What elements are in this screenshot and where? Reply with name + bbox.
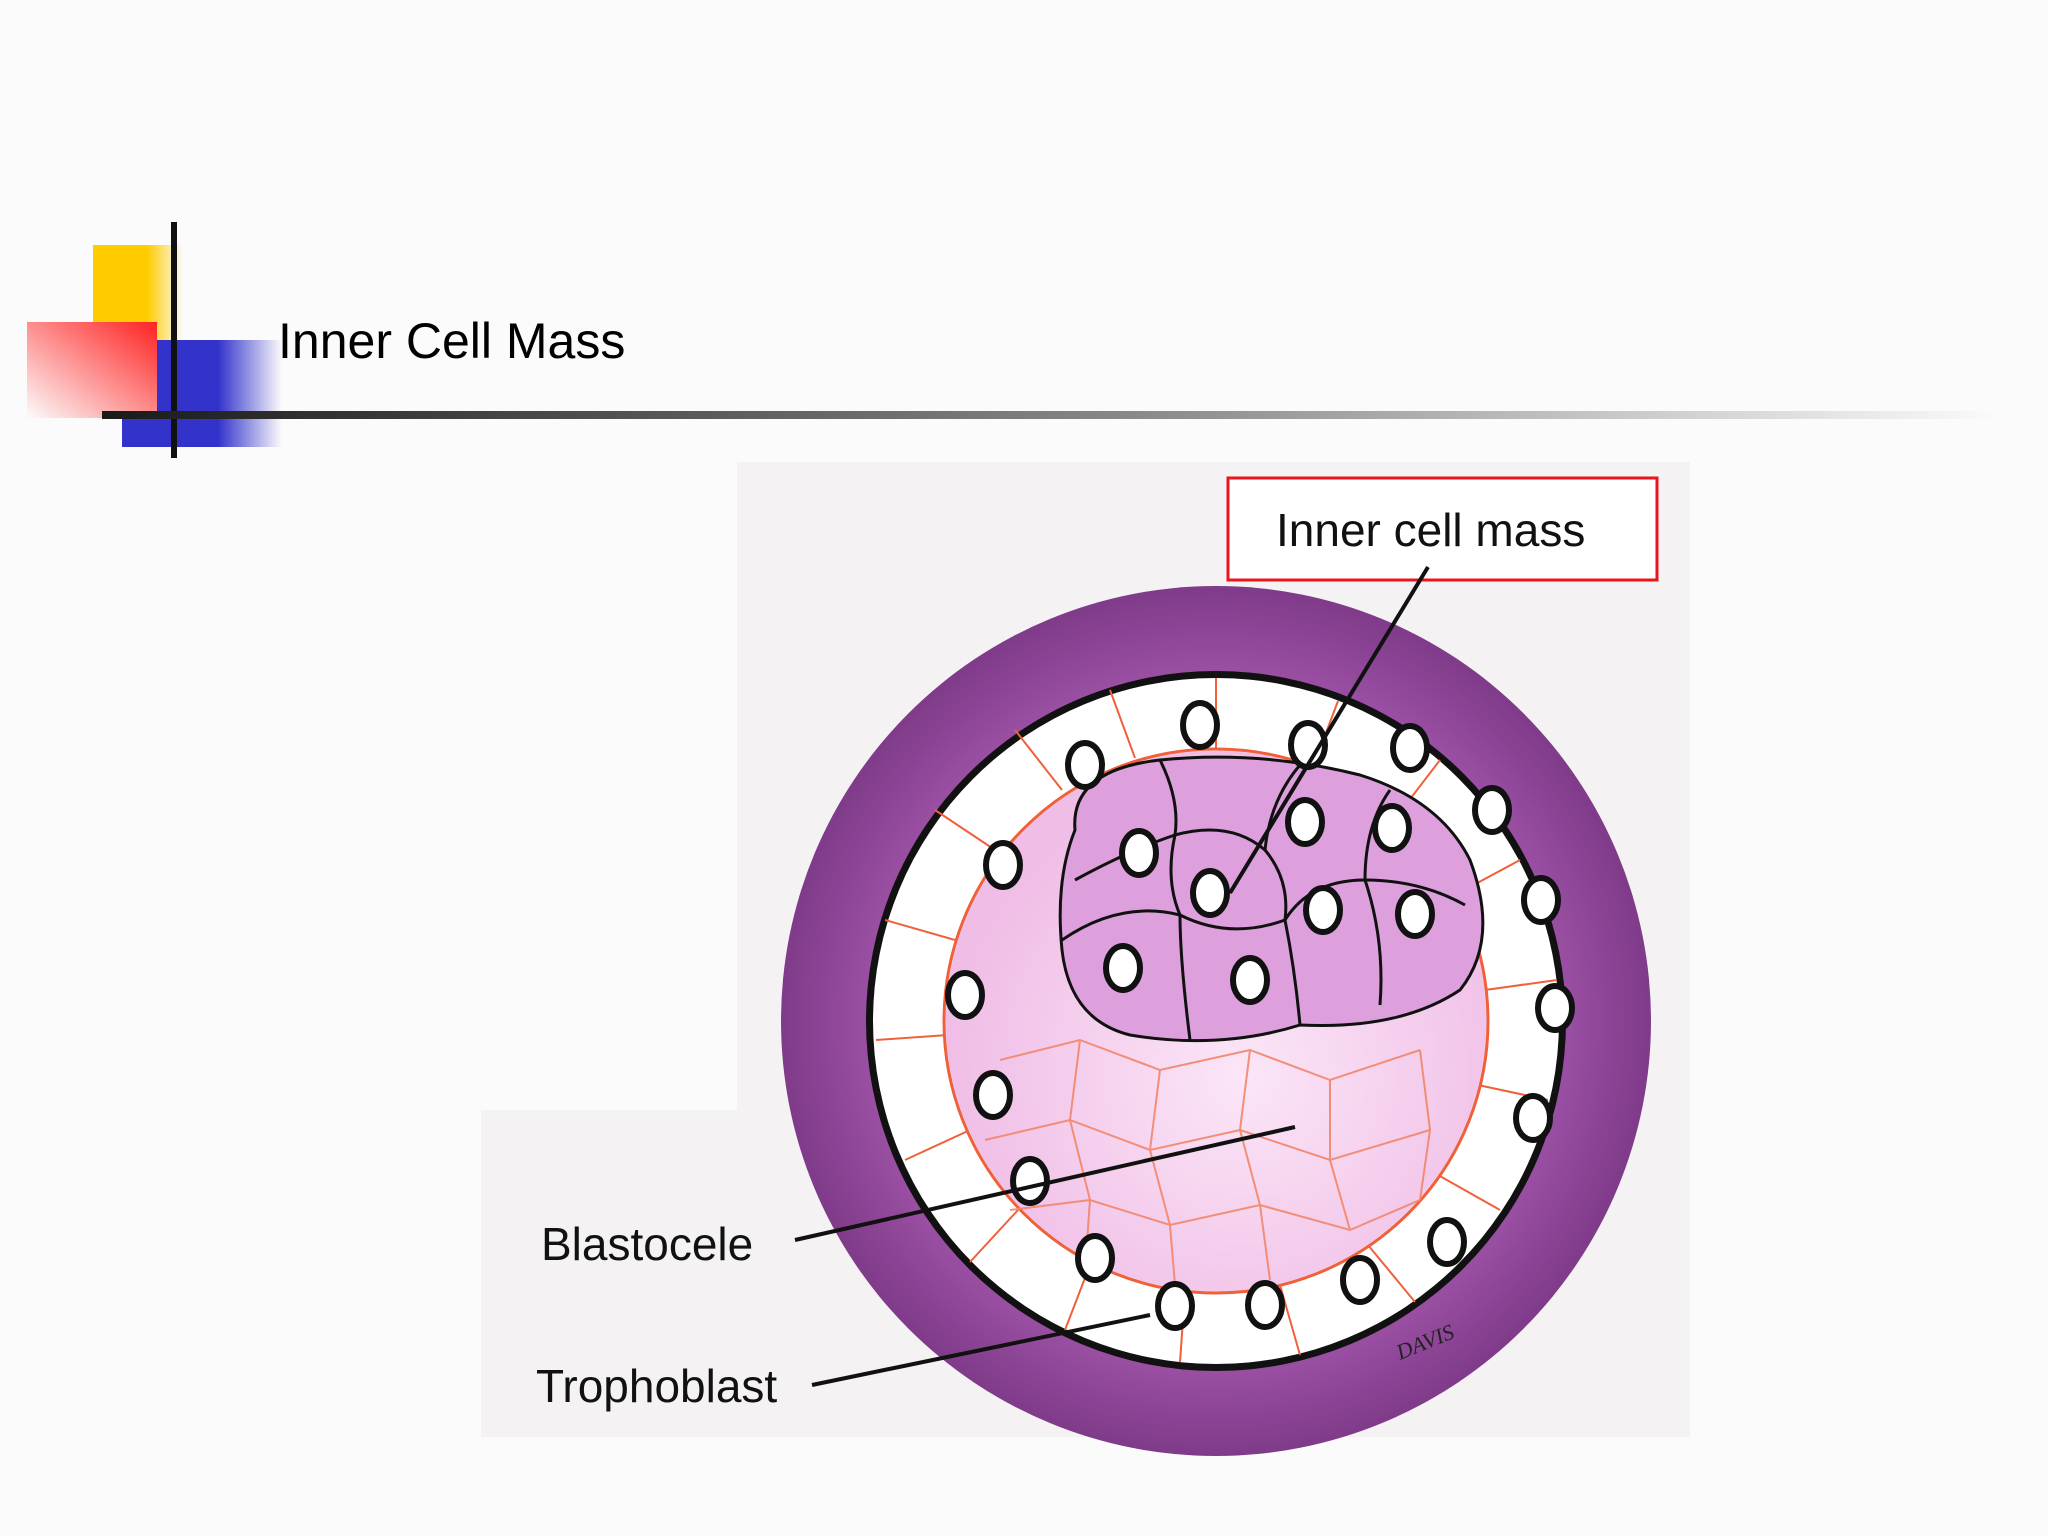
label-blastocele: Blastocele: [541, 1218, 753, 1270]
inner-cell-mass-highlight-box: [1226, 476, 1659, 582]
label-inner-cell-mass: Inner cell mass: [1276, 504, 1585, 556]
cell-nuclei: [945, 700, 1575, 1331]
label-trophoblast: Trophoblast: [536, 1360, 777, 1412]
slide-title: Inner Cell Mass: [278, 313, 626, 369]
leader-lines: [794, 565, 1430, 1387]
title-decoration: [27, 222, 2002, 458]
